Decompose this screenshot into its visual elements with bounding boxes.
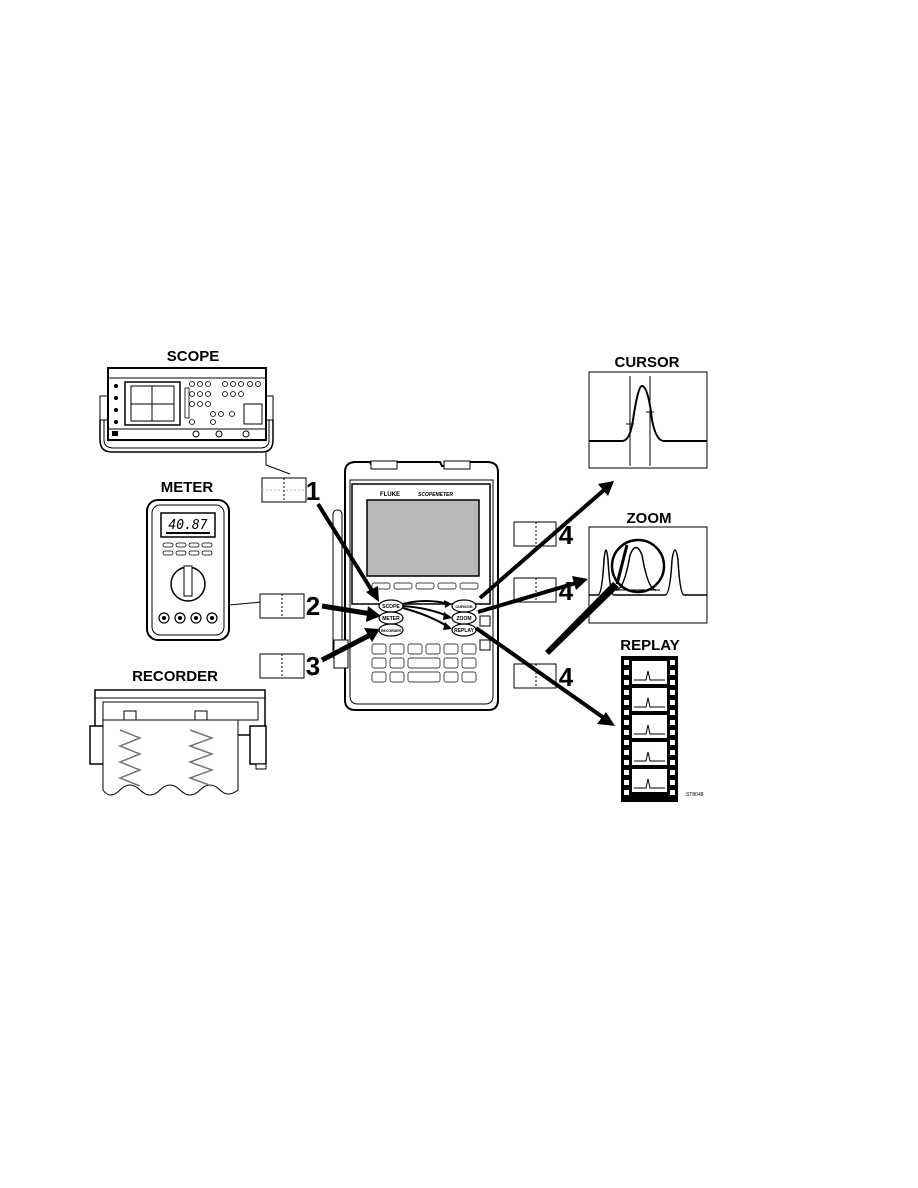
scopemeter-recorder-button[interactable]: RECORDER bbox=[378, 623, 404, 637]
step-2-number: 2 bbox=[306, 591, 320, 621]
cursor-button-label: CURSOR bbox=[455, 604, 472, 609]
replay-panel: REPLAY bbox=[620, 637, 704, 802]
recorder-button-label: RECORDER bbox=[381, 629, 402, 633]
step-4-replay-number: 4 bbox=[559, 662, 574, 692]
cursor-label: CURSOR bbox=[614, 354, 679, 371]
step-3-tag: 3 bbox=[259, 651, 320, 681]
scopemeter-keypad[interactable] bbox=[371, 643, 477, 683]
scopemeter-cursor-button[interactable]: CURSOR bbox=[451, 599, 477, 613]
device-model-name: SCOPEMETER bbox=[418, 492, 453, 498]
meter-button-label: METER bbox=[382, 616, 400, 622]
digital-multimeter: METER 40.87 bbox=[146, 479, 263, 641]
zoom-panel: ZOOM bbox=[545, 510, 708, 655]
step-4-zoom-number: 4 bbox=[559, 576, 574, 606]
scope-label: SCOPE bbox=[167, 348, 220, 365]
recorder-label: RECORDER bbox=[132, 668, 218, 685]
step-1-number: 1 bbox=[306, 476, 320, 506]
zoom-button-label: ZOOM bbox=[457, 616, 472, 622]
replay-label: REPLAY bbox=[620, 637, 679, 654]
zoom-label: ZOOM bbox=[627, 510, 672, 527]
scopemeter-device: FLUKE SCOPEMETER SCOPE METER RECORDER bbox=[332, 460, 499, 711]
step-4-cursor-tag: 4 bbox=[513, 520, 574, 550]
scopemeter-meter-button[interactable]: METER bbox=[378, 611, 404, 625]
meter-display-reading: 40.87 bbox=[168, 518, 207, 533]
step-4-replay-tag: 4 bbox=[513, 662, 574, 692]
scopemeter-scope-button[interactable]: SCOPE bbox=[378, 599, 404, 613]
scopemeter-zoom-button[interactable]: ZOOM bbox=[451, 611, 477, 625]
device-brand-logo: FLUKE bbox=[380, 492, 400, 498]
step-1-tag: 1 bbox=[261, 476, 320, 506]
connection-arrows bbox=[265, 452, 615, 726]
meter-label: METER bbox=[161, 479, 214, 496]
chart-recorder: RECORDER bbox=[89, 668, 267, 796]
cursor-panel: CURSOR bbox=[588, 354, 708, 469]
scopemeter-replay-button[interactable]: REPLAY bbox=[451, 623, 477, 637]
bench-oscilloscope: SCOPE bbox=[99, 348, 274, 453]
figure-id: ST8048 bbox=[686, 792, 704, 798]
replay-button-label: REPLAY bbox=[454, 628, 474, 634]
scope-button-label: SCOPE bbox=[382, 604, 400, 610]
step-3-number: 3 bbox=[306, 651, 320, 681]
step-2-tag: 2 bbox=[259, 591, 320, 621]
